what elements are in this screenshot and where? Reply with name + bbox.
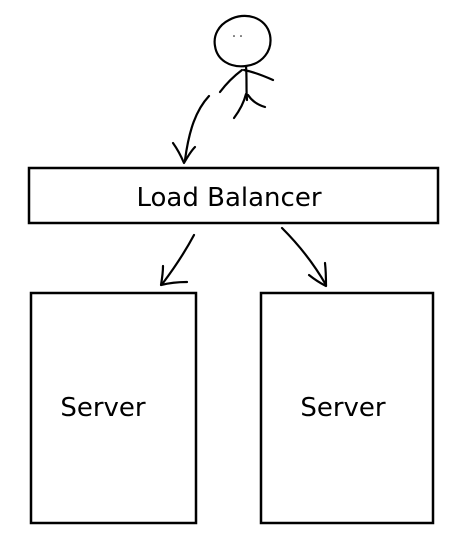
user-head: [213, 14, 272, 68]
user-left-leg: [232, 92, 248, 120]
user-left-arm: [218, 68, 244, 94]
user-right-leg: [246, 93, 267, 109]
right-server-label: Server: [300, 393, 386, 423]
edge-user-to-load-balancer: [171, 94, 211, 165]
user-body: [244, 64, 249, 102]
user-stick-figure-icon: [213, 14, 275, 120]
edge-load-balancer-to-right-server: [280, 226, 328, 288]
user-right-eye: [240, 35, 242, 37]
load-balancer-node: Load Balancer: [27, 166, 440, 225]
user-left-eye: [233, 35, 235, 37]
right-server-node: Server: [259, 291, 435, 525]
edge-load-balancer-to-left-server: [159, 233, 196, 287]
user-right-arm: [242, 68, 275, 82]
left-server-node: Server: [29, 291, 198, 525]
load-balancer-label: Load Balancer: [136, 183, 321, 213]
left-server-label: Server: [60, 393, 146, 423]
